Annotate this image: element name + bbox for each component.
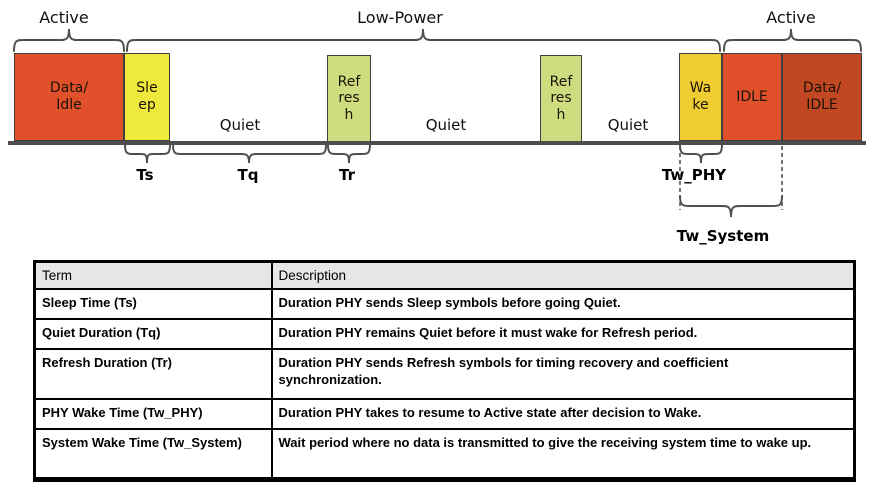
description-cell: Duration PHY sends Refresh symbols for t… [270,348,856,400]
table-row: Sleep Time (Ts) Duration PHY sends Sleep… [33,288,856,320]
table-row: Refresh Duration (Tr) Duration PHY sends… [33,348,856,400]
timing-label-tq: Tq [237,166,259,184]
ts-brace [124,144,171,164]
term-cell: System Wake Time (Tw_System) [33,428,273,481]
table-header-row: Term Description [33,260,856,290]
active-right-brace [723,28,862,52]
tr-brace [327,144,371,164]
header-term: Term [33,260,273,290]
tw-system-brace [679,195,783,218]
timing-label-tw-system: Tw_System [676,227,770,245]
block-data-idle-right: Data/ IDLE [782,53,862,141]
block-refresh-1: Ref res h [327,55,371,142]
quiet-label-2: Quiet [425,116,467,134]
phase-label-low-power: Low-Power [357,8,443,27]
tw-phy-brace [679,144,723,164]
timing-label-ts: Ts [136,166,154,184]
term-cell: Sleep Time (Ts) [33,288,273,320]
description-cell: Duration PHY sends Sleep symbols before … [270,288,856,320]
lpi-timeline-diagram: Active Low-Power Active Data/ Idle Sle e… [8,8,866,245]
timing-label-tw-phy: Tw_PHY [661,166,727,184]
timing-definitions-table: Term Description Sleep Time (Ts) Duratio… [33,260,856,482]
table-row: Quiet Duration (Tq) Duration PHY remains… [33,318,856,350]
block-refresh-2: Ref res h [540,55,582,142]
description-cell: Duration PHY remains Quiet before it mus… [270,318,856,350]
block-idle: IDLE [722,53,782,141]
block-data-idle-left: Data/ Idle [14,53,124,141]
term-cell: Quiet Duration (Tq) [33,318,273,350]
phase-label-active-right: Active [766,8,816,27]
phase-label-active-left: Active [39,8,89,27]
quiet-label-3: Quiet [607,116,649,134]
table-row: System Wake Time (Tw_System) Wait period… [33,428,856,481]
timing-label-tr: Tr [339,166,355,184]
header-description: Description [270,260,856,290]
low-power-brace [126,28,721,52]
description-cell: Duration PHY takes to resume to Active s… [270,398,856,430]
active-left-brace [13,28,125,52]
tq-brace [172,144,327,164]
table-row: PHY Wake Time (Tw_PHY) Duration PHY take… [33,398,856,430]
term-cell: PHY Wake Time (Tw_PHY) [33,398,273,430]
term-cell: Refresh Duration (Tr) [33,348,273,400]
quiet-label-1: Quiet [219,116,261,134]
block-wake: Wa ke [679,53,722,141]
block-sleep: Sle ep [124,53,170,141]
description-cell: Wait period where no data is transmitted… [270,428,856,481]
